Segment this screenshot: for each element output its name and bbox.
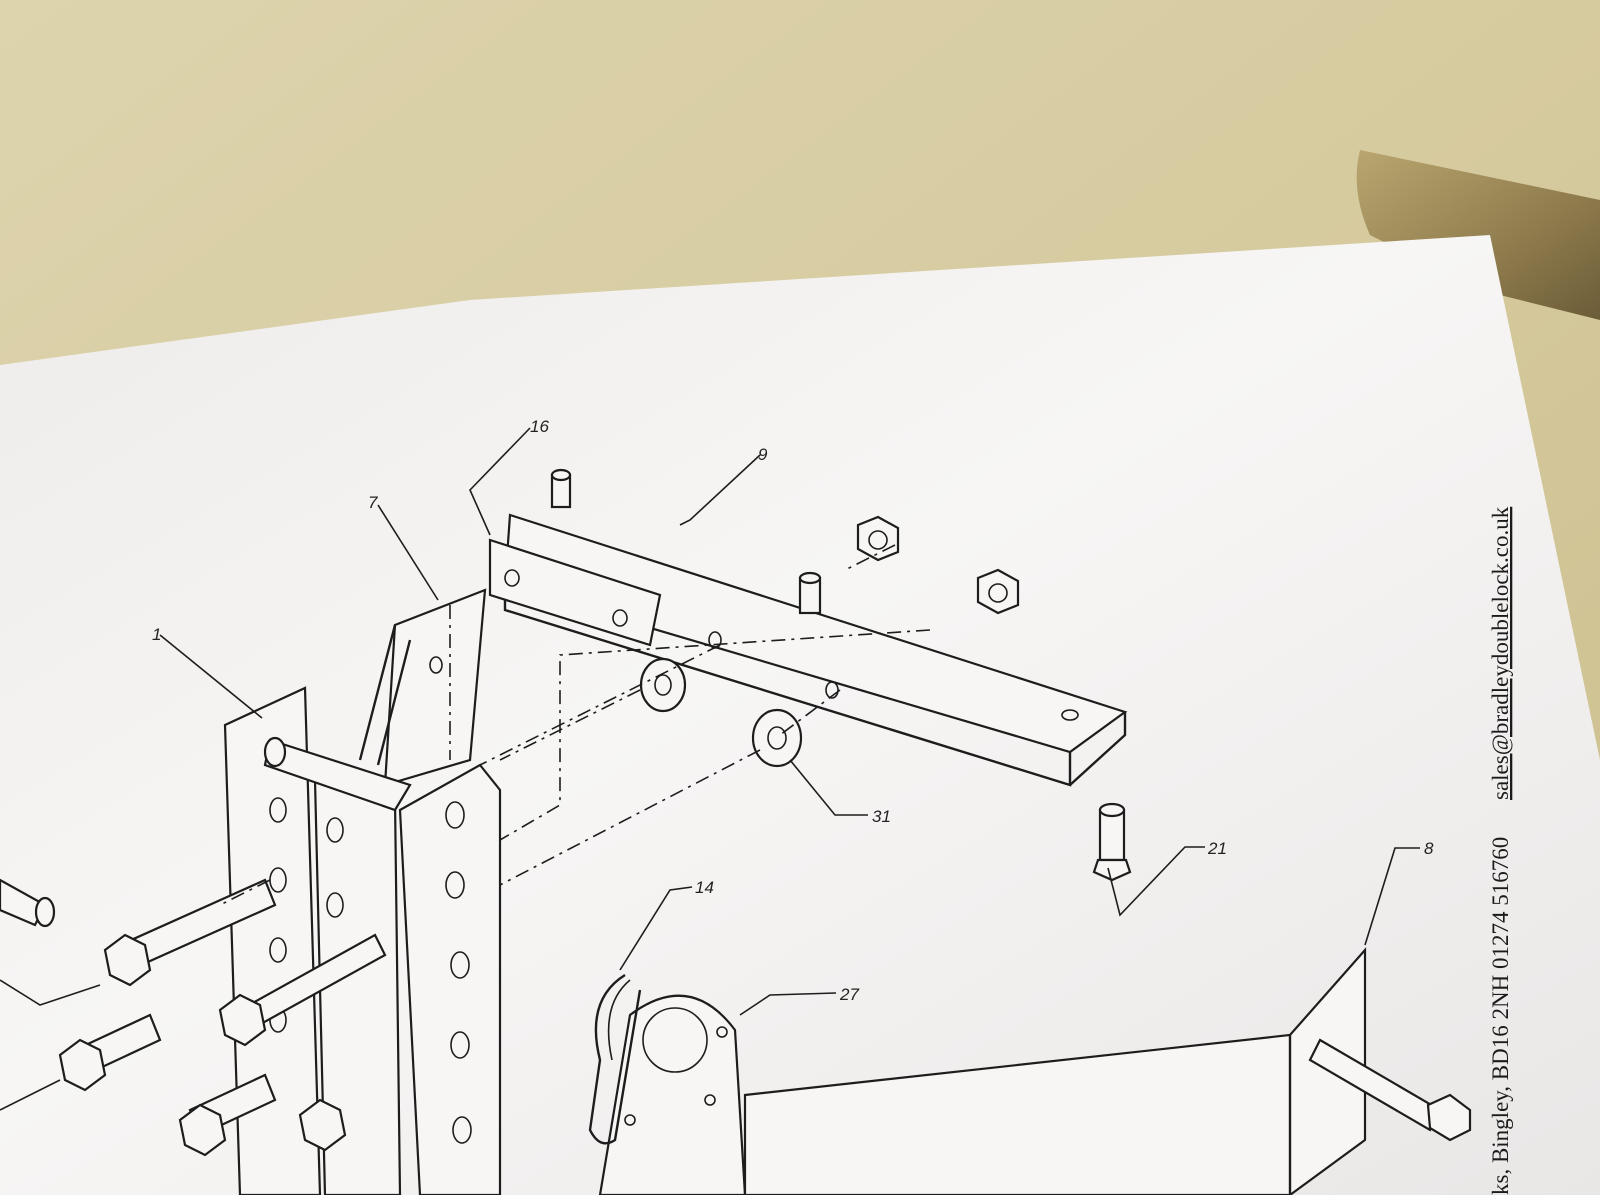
part-21-bolt: [1092, 802, 1132, 882]
part-8-drawbar: [743, 947, 1472, 1195]
part-7-bracket: [358, 588, 487, 787]
footer-address: ks, Bingley, BD16 2NH 01274 516760: [1488, 837, 1513, 1195]
part-31-washers: [639, 657, 803, 768]
bolts-left: [0, 878, 387, 1157]
part-label-27: 27: [839, 985, 859, 1004]
metal-tool: [1356, 150, 1600, 320]
paper-sheet: [0, 235, 1600, 1195]
footer-rotated: ks, Bingley, BD16 2NH 01274 516760 sales…: [1488, 506, 1513, 1195]
part-label-16: 16: [530, 417, 549, 436]
part-label-9: 9: [758, 445, 768, 464]
footer-email: sales@bradleydoublelock.co.uk: [1488, 506, 1513, 800]
part-label-7: 7: [368, 493, 378, 512]
part-label-1: 1: [152, 625, 161, 644]
part-1-frame: [223, 686, 502, 1195]
part-label-14: 14: [695, 878, 714, 897]
assembly-center-lines: [219, 544, 931, 906]
part-16-plate: [488, 538, 662, 647]
leader-lines: [0, 427, 1420, 1111]
part-label-8: 8: [1424, 839, 1434, 858]
part-label-21: 21: [1207, 839, 1227, 858]
part-27-hitch: [598, 994, 747, 1195]
parts-diagram: 1 7 16 9 31 21 14 27 8: [0, 417, 1472, 1195]
part-label-31: 31: [872, 807, 891, 826]
part-14-clip: [588, 973, 642, 1145]
